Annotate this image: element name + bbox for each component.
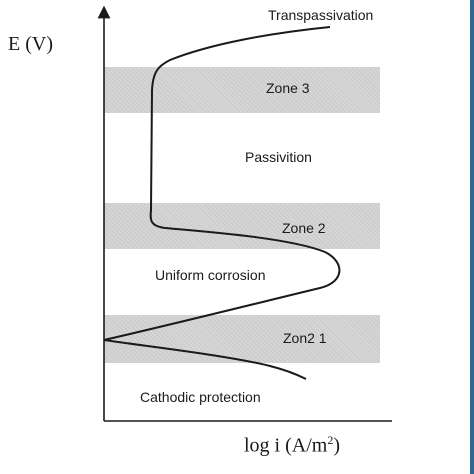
x-axis-title-close: ) xyxy=(333,434,341,457)
frame-edge xyxy=(470,0,474,474)
zone-2-label: Zone 2 xyxy=(282,220,326,236)
x-axis-title: log i (A/m2) xyxy=(244,434,340,456)
x-axis-title-base: log i (A/m xyxy=(244,434,328,457)
zone-1-label: Zon2 1 xyxy=(283,330,327,346)
transpassivation-label: Transpassivation xyxy=(268,7,374,23)
x-axis-title-superscript: 2 xyxy=(327,433,334,447)
zone-3-band xyxy=(104,67,380,113)
cathodic-protection-label: Cathodic protection xyxy=(140,389,261,405)
uniform-corrosion-label: Uniform corrosion xyxy=(155,267,266,283)
y-axis-title: E (V) xyxy=(8,33,53,55)
cathodic-curve xyxy=(103,339,307,380)
zone-1-band xyxy=(104,315,380,363)
zone-3-label: Zone 3 xyxy=(266,80,310,96)
passivation-label: Passivition xyxy=(245,149,312,165)
anodic-curve xyxy=(103,26,341,341)
